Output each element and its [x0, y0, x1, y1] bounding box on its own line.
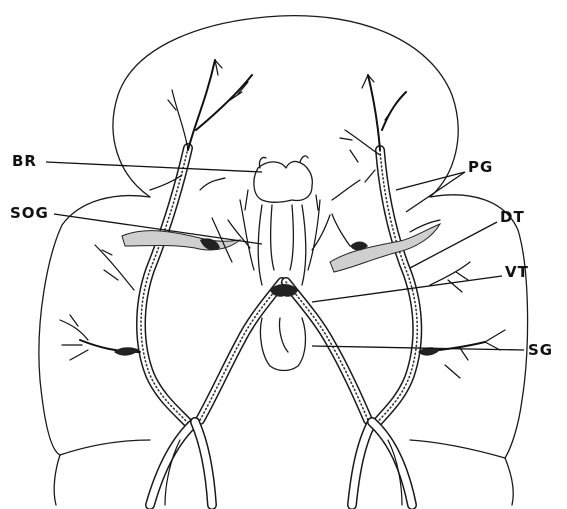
label-br: BR [12, 152, 37, 170]
right-lower-segment [505, 458, 513, 505]
leader-lines [46, 162, 524, 350]
right-dorsal-trunk [375, 150, 417, 425]
leader-dt [410, 222, 497, 268]
left-dorsal-trunk [141, 148, 190, 425]
right-lobe-outline [430, 195, 528, 458]
leader-pg-1 [396, 172, 465, 190]
label-pg: PG [468, 158, 493, 176]
right-lower-branches [352, 422, 412, 505]
leader-br [46, 162, 262, 172]
label-sog: SOG [10, 204, 49, 222]
label-sg: SG [528, 341, 553, 359]
right-commissure [330, 224, 440, 272]
gut [260, 318, 305, 371]
left-lower-segment-2 [60, 440, 150, 455]
label-dt: DT [500, 208, 525, 226]
left-lower-segment [54, 455, 60, 505]
subesophageal-ganglion [258, 205, 306, 285]
right-ventral-trunk [286, 282, 368, 420]
right-head-branches [332, 75, 406, 200]
left-ventral-trunk [200, 282, 282, 420]
label-vt: VT [505, 263, 529, 281]
leader-pg-2 [406, 172, 465, 212]
head-capsule-outline [113, 16, 458, 197]
brain [254, 156, 312, 202]
right-lower-segment-2 [410, 440, 505, 458]
left-lower-branches [150, 422, 212, 505]
